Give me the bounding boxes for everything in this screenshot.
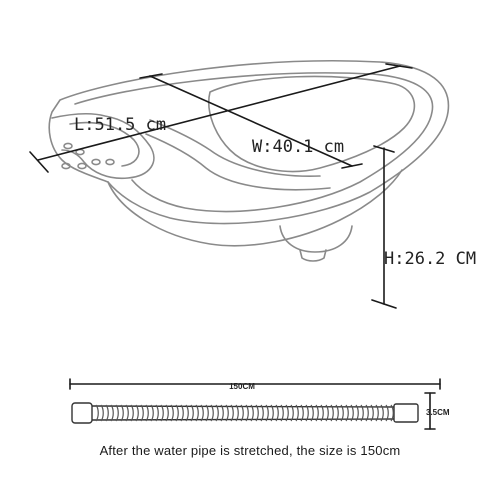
width-label: W:40.1 cm [252, 137, 344, 157]
hose-illustration [71, 402, 419, 424]
width-tick-bottom [341, 163, 363, 169]
hose-rib [255, 404, 259, 422]
hose-rib [120, 404, 124, 422]
hose-rib [205, 404, 209, 422]
hose-rib [220, 404, 224, 422]
hose-rib [150, 404, 154, 422]
length-tick-left [29, 151, 49, 173]
hose-rib [125, 404, 129, 422]
hose-rib [360, 404, 364, 422]
hose-rib [180, 404, 184, 422]
basin-channel [149, 119, 321, 177]
basin-channel-inner [145, 133, 331, 191]
length-label: L:51.5 cm [74, 115, 166, 135]
hose-rib [345, 404, 349, 422]
width-dimension-line [149, 75, 353, 167]
hose-rib [265, 404, 269, 422]
hose-rib [215, 404, 219, 422]
hose-rib [250, 404, 254, 422]
basin-hole [77, 162, 87, 170]
length-tick-right [385, 63, 413, 69]
basin-inner-rim [74, 72, 434, 213]
hose-rib [330, 404, 334, 422]
hose-rib [145, 404, 149, 422]
hose-rib [315, 404, 319, 422]
width-tick-top [139, 73, 163, 79]
hose-rib [110, 404, 114, 422]
hose-rib [325, 404, 329, 422]
hose-rib [340, 404, 344, 422]
hose-rib [160, 404, 164, 422]
hose-rib [230, 404, 234, 422]
hose-rib [320, 404, 324, 422]
basin-illustration [48, 60, 450, 262]
hose-right-fitting [393, 403, 419, 423]
hose-rib [280, 404, 284, 422]
height-label: H:26.2 CM [384, 249, 476, 269]
hose-rib [95, 404, 99, 422]
hose-length-label: 150CM [229, 382, 255, 391]
hose-rib [105, 404, 109, 422]
hose-rib [210, 404, 214, 422]
caption-text: After the water pipe is stretched, the s… [99, 443, 401, 458]
hose-rib [335, 404, 339, 422]
height-tick-top [373, 145, 395, 153]
hose-rib [165, 404, 169, 422]
hose-rib [100, 404, 104, 422]
hose-rib [115, 404, 119, 422]
length-dimension-line [37, 65, 401, 161]
hose-rib [200, 404, 204, 422]
hose-rib [350, 404, 354, 422]
hose-rib [285, 404, 289, 422]
basin-hole [105, 158, 115, 166]
hose-rib [245, 404, 249, 422]
basin-drain-collar [299, 249, 327, 262]
basin-hole [61, 162, 71, 170]
hose-diameter-label: 3.5CM [426, 408, 450, 417]
basin-drain-body [279, 225, 353, 253]
hose-rib [190, 404, 194, 422]
hose-rib [275, 404, 279, 422]
basin-bowl [208, 75, 416, 173]
hose-rib [295, 404, 299, 422]
hose-rib [195, 404, 199, 422]
hose-rib [290, 404, 294, 422]
basin-neck-cutout [51, 113, 155, 180]
dimension-lines [29, 63, 441, 430]
hose-left-fitting [71, 402, 93, 424]
hose-ribs [95, 404, 394, 422]
hose-rib [170, 404, 174, 422]
hose-rib [390, 404, 394, 422]
hose-rib [385, 404, 389, 422]
hose-rib [380, 404, 384, 422]
hose-rib [305, 404, 309, 422]
hose-rib [155, 404, 159, 422]
hose-rib [365, 404, 369, 422]
hose-rib [240, 404, 244, 422]
basin-hole [91, 158, 101, 166]
hose-rib [260, 404, 264, 422]
hose-rib [270, 404, 274, 422]
hose-rib [310, 404, 314, 422]
hose-rib [235, 404, 239, 422]
hose-rib [370, 404, 374, 422]
height-tick-bottom [371, 299, 397, 309]
hose-rib [175, 404, 179, 422]
basin-outer-rim [48, 60, 450, 225]
hose-rib [375, 404, 379, 422]
hose-rib [225, 404, 229, 422]
hose-rib [355, 404, 359, 422]
hose-rib [185, 404, 189, 422]
hose-rib [135, 404, 139, 422]
basin-hole [63, 142, 73, 150]
hose-rib [300, 404, 304, 422]
basin-neck-inner [69, 121, 140, 167]
hose-rib [130, 404, 134, 422]
basin-lower-shell [107, 169, 403, 247]
hose-rib [140, 404, 144, 422]
